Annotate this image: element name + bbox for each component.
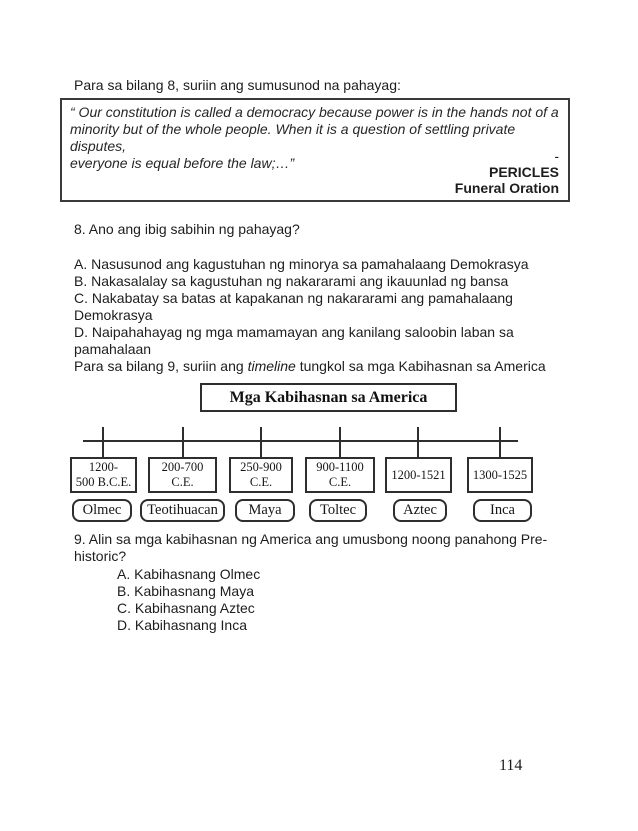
- question-8-text: 8. Ano ang ibig sabihin ng pahayag?: [74, 221, 300, 237]
- q8-option-line: Demokrasya: [74, 307, 153, 323]
- instruction-q9-pre: Para sa bilang 9, suriin ang: [74, 358, 248, 374]
- timeline-civilization-box: Maya: [235, 499, 295, 522]
- quote-work: Funeral Oration: [454, 180, 559, 196]
- q8-option-line: C. Nakabatay sa batas at kapakanan ng na…: [74, 290, 513, 306]
- timeline-tick: [417, 427, 419, 457]
- instruction-q9-italic-word: timeline: [247, 358, 296, 374]
- timeline-tick: [499, 427, 501, 457]
- q9-option: C. Kabihasnang Aztec: [117, 600, 255, 616]
- page-number: 114: [499, 757, 523, 774]
- timeline-civilization-box: Toltec: [309, 499, 367, 522]
- question-8-options: A. Nasusunod ang kagustuhan ng minorya s…: [74, 256, 529, 358]
- q9-option: D. Kabihasnang Inca: [117, 617, 247, 633]
- quote-author: PERICLES: [488, 164, 559, 180]
- timeline-tick: [102, 427, 104, 457]
- timeline-tick: [339, 427, 341, 457]
- question-9-options: A. Kabihasnang Olmec B. Kabihasnang Maya…: [117, 566, 260, 634]
- timeline-civilization-box: Teotihuacan: [140, 499, 225, 522]
- q9-option: B. Kabihasnang Maya: [117, 583, 254, 599]
- timeline-title-box: Mga Kabihasnan sa America: [200, 383, 457, 412]
- quote-line: everyone is equal before the law;…”: [70, 155, 295, 171]
- timeline-tick: [182, 427, 184, 457]
- timeline-period-box: 1300-1525: [467, 457, 533, 493]
- quote-line: “ Our constitution is called a democracy…: [70, 104, 559, 120]
- timeline-period-box: 900-1100 C.E.: [305, 457, 375, 493]
- attribution-dash: -: [554, 148, 559, 164]
- instruction-q9: Para sa bilang 9, suriin ang timeline tu…: [74, 358, 546, 375]
- quote-line: minority but of the whole people. When i…: [70, 121, 516, 154]
- timeline-period-box: 200-700 C.E.: [148, 457, 217, 493]
- instruction-q9-post: tungkol sa mga Kabihasnan sa America: [295, 358, 546, 374]
- quote-box: “ Our constitution is called a democracy…: [60, 98, 570, 202]
- q8-option-line: B. Nakasalalay sa kagustuhan ng nakarara…: [74, 273, 509, 289]
- timeline-civilization-box: Aztec: [393, 499, 447, 522]
- q8-option-line: pamahalaan: [74, 341, 152, 357]
- timeline-period-box: 250-900 C.E.: [229, 457, 293, 493]
- timeline-tick: [260, 427, 262, 457]
- timeline-axis-line: [83, 440, 518, 442]
- timeline-civilization-box: Inca: [473, 499, 532, 522]
- timeline-diagram: Mga Kabihasnan sa America 1200- 500 B.C.…: [0, 378, 638, 528]
- instruction-q8: Para sa bilang 8, suriin ang sumusunod n…: [74, 77, 401, 93]
- timeline-period-box: 1200- 500 B.C.E.: [70, 457, 137, 493]
- q8-option-line: D. Naipahahayag ng mga mamamayan ang kan…: [74, 324, 514, 340]
- timeline-period-box: 1200-1521: [385, 457, 452, 493]
- quote-attribution: - PERICLES Funeral Oration: [455, 148, 559, 196]
- q9-question-line: 9. Alin sa mga kabihasnan ng America ang…: [74, 531, 548, 547]
- q8-option-line: A. Nasusunod ang kagustuhan ng minorya s…: [74, 256, 529, 272]
- question-9-text: 9. Alin sa mga kabihasnan ng America ang…: [74, 531, 547, 565]
- timeline-civilization-box: Olmec: [72, 499, 132, 522]
- q9-question-line: historic?: [74, 548, 127, 564]
- q9-option: A. Kabihasnang Olmec: [117, 566, 261, 582]
